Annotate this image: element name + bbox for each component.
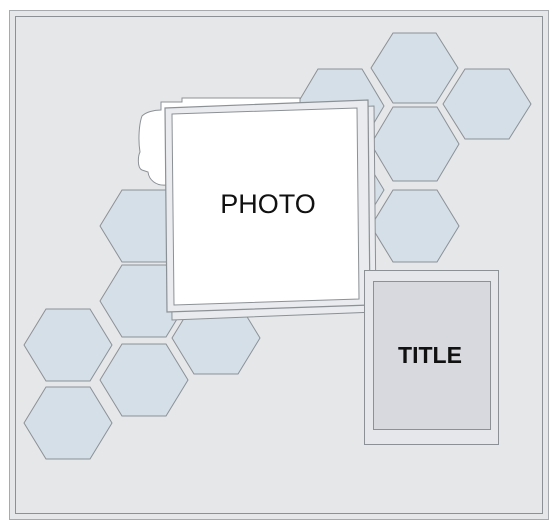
hexagon — [23, 308, 113, 382]
hexagon — [370, 106, 460, 182]
hexagon — [23, 386, 113, 460]
page-inner-border — [15, 16, 543, 514]
hexagon — [99, 343, 189, 417]
hexagon — [370, 189, 460, 263]
hexagon — [370, 32, 459, 104]
photo-placeholder — [171, 107, 360, 306]
hexagon — [442, 68, 532, 140]
photo-label: PHOTO — [220, 189, 316, 219]
title-placeholder — [373, 281, 491, 430]
title-label: TITLE — [398, 342, 462, 368]
